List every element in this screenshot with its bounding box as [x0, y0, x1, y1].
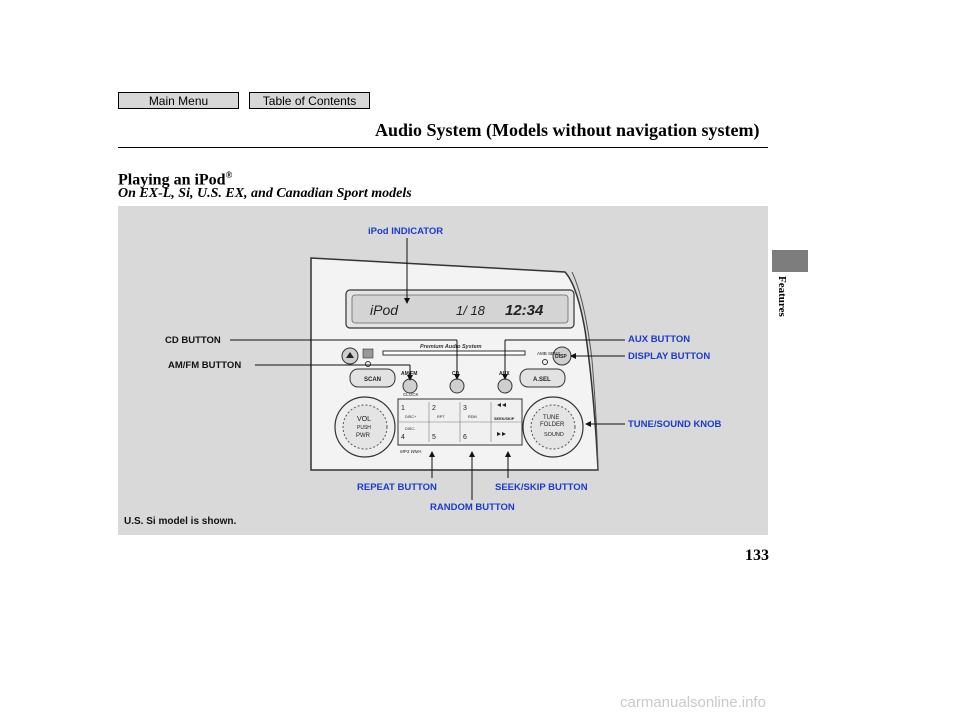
figure-note: U.S. Si model is shown.	[124, 516, 237, 527]
section-title: Playing an iPod®	[118, 170, 232, 189]
display-clock-text: 12:34	[505, 302, 544, 319]
random-button-callout: RANDOM BUTTON	[430, 502, 515, 513]
preset-2[interactable]: 2	[432, 405, 436, 412]
brand-text: Premium Audio System	[420, 344, 482, 350]
folder-label: FOLDER	[540, 422, 565, 428]
disp-label: DISP	[555, 354, 567, 360]
display-ipod-text: iPod	[370, 302, 399, 318]
vol-label: VOL	[357, 416, 371, 423]
amb-sens-label: AMB SENS	[537, 351, 560, 356]
repeat-button-callout: REPEAT BUTTON	[357, 482, 437, 493]
seek-skip-button-callout: SEEK/SKIP BUTTON	[495, 482, 588, 493]
eject-icon	[346, 352, 354, 358]
am-fm-label: AM/FM	[401, 371, 417, 377]
push-label: PUSH	[357, 425, 371, 431]
sound-label: SOUND	[544, 432, 564, 438]
mp3-wma-label: MP3 WMA	[400, 449, 422, 454]
page-title: Audio System (Models without navigation …	[375, 120, 760, 140]
pwr-label: PWR	[356, 433, 371, 439]
page-number: 133	[745, 547, 769, 564]
main-menu-button[interactable]: Main Menu	[118, 92, 239, 109]
watermark: carmanualsonline.info	[620, 694, 766, 711]
preset-1[interactable]: 1	[401, 405, 405, 412]
disc-down-label: DISC-	[405, 427, 416, 431]
cd-button-callout: CD BUTTON	[165, 335, 221, 346]
a-sel-label: A.SEL	[533, 377, 551, 383]
preset-3[interactable]: 3	[463, 405, 467, 412]
section-subtitle: On EX-L, Si, U.S. EX, and Canadian Sport…	[118, 186, 412, 201]
rdm-label: RDM	[468, 415, 477, 419]
seek-skip-label: SEEK/SKIP	[494, 417, 515, 421]
display-button-callout: DISPLAY BUTTON	[628, 351, 711, 362]
section-tab	[772, 250, 808, 272]
ipod-indicator-callout: iPod INDICATOR	[368, 226, 444, 237]
tune-sound-knob-callout: TUNE/SOUND KNOB	[628, 419, 722, 430]
tune-label: TUNE	[543, 415, 559, 421]
registered-mark: ®	[225, 170, 233, 180]
section-title-text: Playing an iPod	[118, 171, 226, 189]
table-of-contents-button[interactable]: Table of Contents	[249, 92, 370, 109]
am-fm-knob[interactable]	[402, 378, 418, 394]
display-track-text: 1/ 18	[456, 303, 486, 318]
preset-5[interactable]: 5	[432, 434, 436, 441]
header-rule	[118, 147, 768, 148]
rpt-label: RPT	[437, 415, 445, 419]
am-fm-button-callout: AM/FM BUTTON	[168, 360, 242, 371]
seek-forward-icon	[497, 432, 506, 436]
cd-knob[interactable]	[449, 378, 465, 394]
aux-button-callout: AUX BUTTON	[628, 334, 691, 345]
seek-back-icon	[497, 403, 506, 407]
disc-up-label: DISC+	[405, 415, 417, 419]
aux-knob[interactable]	[497, 378, 513, 394]
preset-6[interactable]: 6	[463, 434, 467, 441]
scan-label: SCAN	[364, 377, 381, 383]
clock-label: CLOCK	[403, 392, 419, 397]
preset-4[interactable]: 4	[401, 434, 405, 441]
